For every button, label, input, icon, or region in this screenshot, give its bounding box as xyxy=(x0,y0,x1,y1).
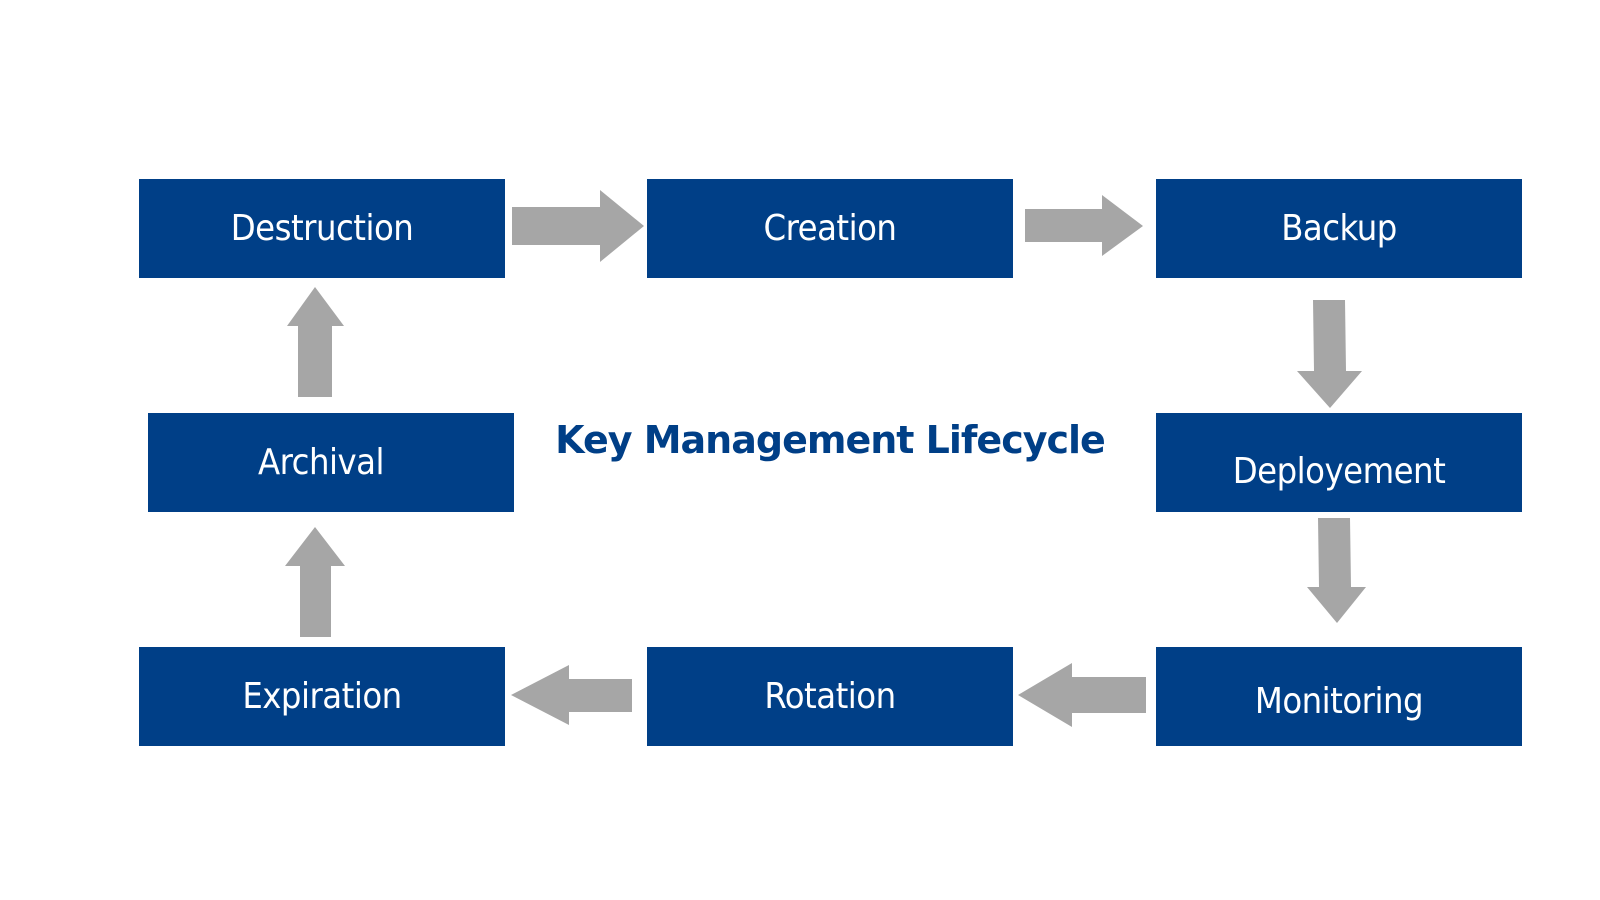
arrow-backup-to-deployement xyxy=(1297,300,1362,408)
stage-label: Creation xyxy=(763,208,897,249)
arrow-deployement-to-monitoring xyxy=(1307,518,1366,623)
stage-destruction: Destruction xyxy=(139,179,505,278)
stage-deployement: Deployement xyxy=(1156,413,1522,512)
stage-label: Expiration xyxy=(242,676,402,717)
stage-backup: Backup xyxy=(1156,179,1522,278)
stage-label: Destruction xyxy=(230,208,414,249)
arrow-rotation-to-expiration xyxy=(511,665,632,725)
stage-label: Rotation xyxy=(764,676,896,717)
stage-creation: Creation xyxy=(647,179,1013,278)
stage-rotation: Rotation xyxy=(647,647,1013,746)
arrow-destruction-to-creation xyxy=(512,190,644,262)
arrow-creation-to-backup xyxy=(1025,195,1143,256)
diagram-title: Key Management Lifecycle xyxy=(555,418,1106,462)
stage-label: Deployement xyxy=(1232,451,1446,492)
stage-label: Monitoring xyxy=(1254,681,1424,722)
arrow-archival-to-destruction xyxy=(287,287,344,397)
stage-monitoring: Monitoring xyxy=(1156,647,1522,746)
stage-label: Archival xyxy=(257,442,385,483)
arrow-monitoring-to-rotation xyxy=(1018,663,1146,727)
stage-archival: Archival xyxy=(148,413,514,512)
stage-label: Backup xyxy=(1281,208,1397,249)
arrow-expiration-to-archival xyxy=(285,527,345,637)
stage-expiration: Expiration xyxy=(139,647,505,746)
